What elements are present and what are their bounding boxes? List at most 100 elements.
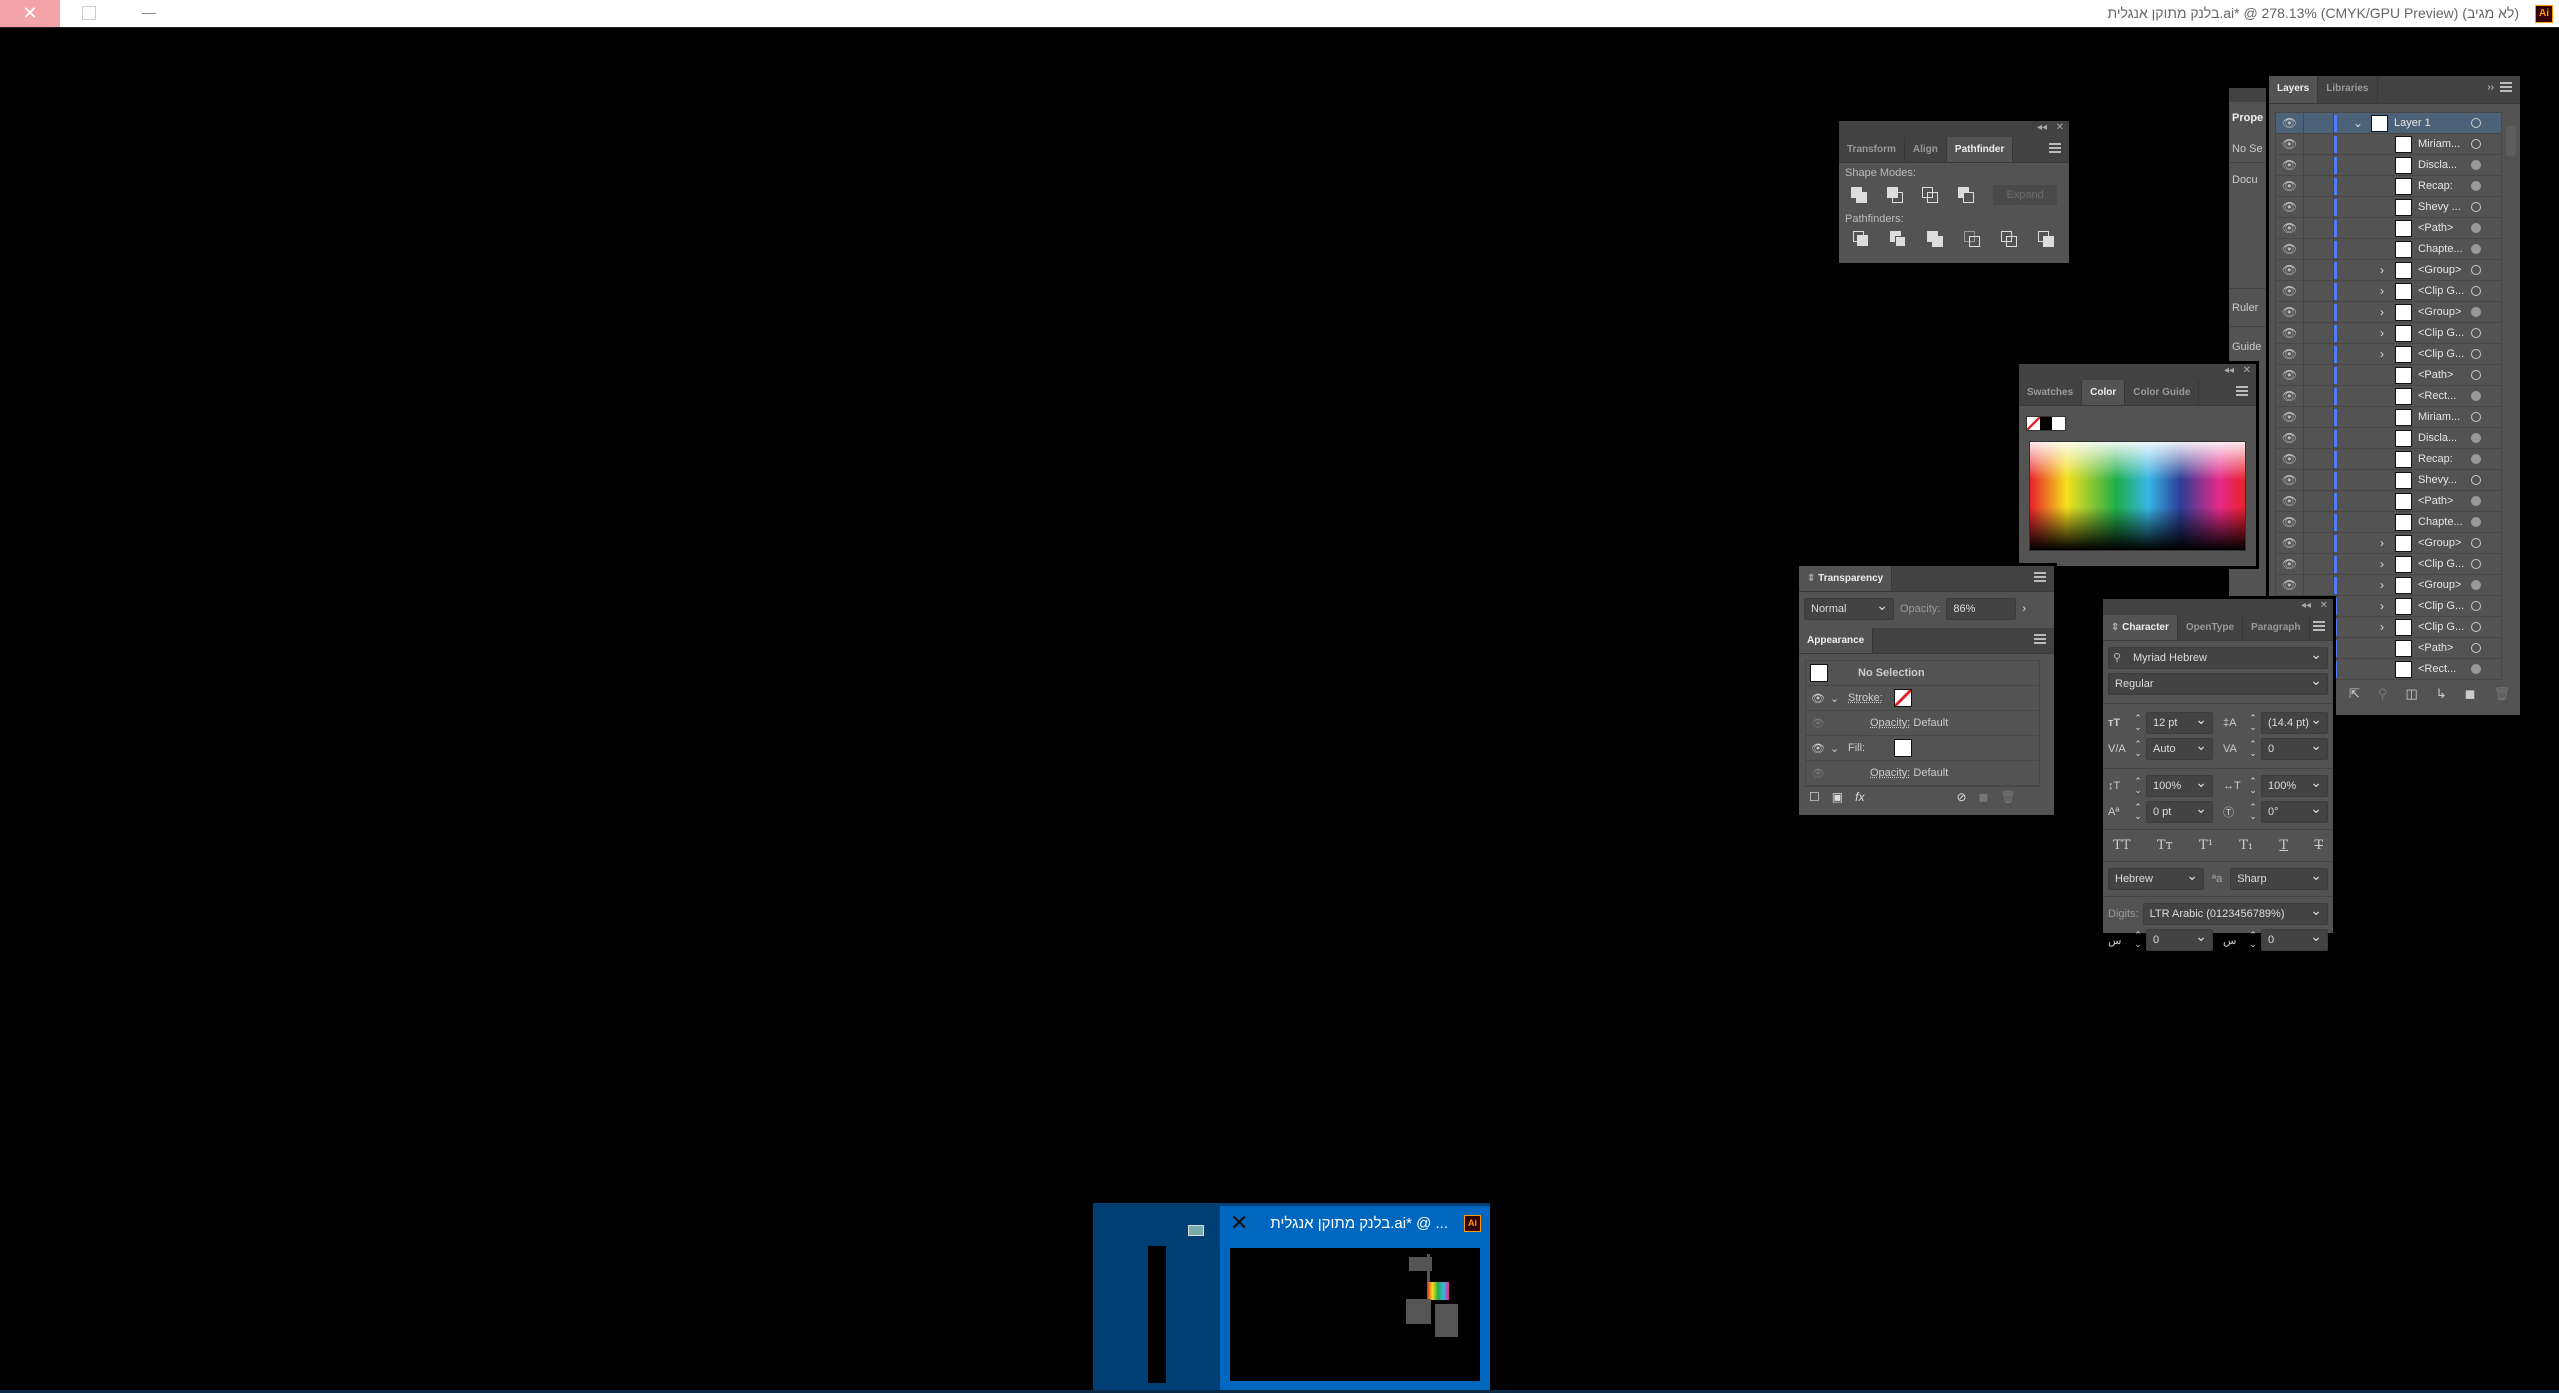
collapse-icon[interactable]: ◂◂ [2036, 122, 2047, 133]
vertical-scale-input[interactable]: 100% [2146, 772, 2213, 797]
font-family-select[interactable]: ⚲Myriad Hebrew [2108, 644, 2328, 669]
minus-back-icon[interactable] [2038, 231, 2054, 247]
tab-pathfinder[interactable]: Pathfinder [1946, 137, 2014, 162]
layer-row[interactable]: 👁Shevy ... [2276, 197, 2501, 218]
merge-icon[interactable] [1927, 231, 1943, 247]
outline-icon[interactable] [2001, 231, 2017, 247]
window-restore-button[interactable] [82, 6, 96, 20]
target-circle-icon[interactable] [2471, 181, 2481, 191]
properties-tab[interactable]: Prope [2232, 112, 2264, 124]
panel-menu-icon[interactable] [2313, 621, 2325, 631]
none-swatch[interactable] [2027, 417, 2040, 430]
chevron-right-icon[interactable]: › [2380, 536, 2384, 550]
kashida-right-input[interactable]: 0 [2261, 926, 2328, 951]
target-circle-icon[interactable] [2471, 307, 2481, 317]
target-circle-icon[interactable] [2471, 601, 2481, 611]
antialias-select[interactable]: Sharp [2230, 865, 2328, 890]
collapse-icon[interactable]: ◂◂ [2223, 365, 2234, 376]
layer-name[interactable]: <Clip G... [2418, 348, 2465, 360]
collapse-panel-icon[interactable]: ›› [2487, 82, 2494, 93]
clear-appearance-icon[interactable]: ⊘ [1956, 790, 1967, 804]
layer-name[interactable]: Shevy... [2418, 474, 2457, 486]
layer-row[interactable]: 👁Chapte... [2276, 512, 2501, 533]
visibility-eye-icon[interactable]: 👁 [2276, 302, 2304, 322]
layer-row[interactable]: 👁<Path> [2276, 365, 2501, 386]
target-circle-icon[interactable] [2471, 160, 2481, 170]
window-minimize-button[interactable] [142, 13, 156, 14]
tab-align[interactable]: Align [1905, 137, 1947, 162]
stepper-icon[interactable]: ⌃⌄ [2249, 802, 2257, 821]
window-close-button[interactable]: ✕ [0, 0, 60, 27]
lock-toggle[interactable] [2304, 554, 2334, 574]
unite-icon[interactable] [1851, 187, 1867, 203]
layer-row[interactable]: 👁 <Path> [2276, 491, 2501, 512]
target-circle-icon[interactable] [2471, 496, 2481, 506]
lock-toggle[interactable] [2304, 134, 2334, 154]
close-panel-icon[interactable]: ✕ [2319, 600, 2328, 611]
visibility-eye-icon[interactable]: 👁 [2276, 176, 2304, 196]
locate-object-icon[interactable]: ⚲ [2377, 686, 2388, 701]
thumbnail-app-icon[interactable] [1188, 1225, 1204, 1236]
layer-name[interactable]: <Path> [2418, 369, 2454, 381]
lock-toggle[interactable] [2304, 302, 2334, 322]
lock-toggle[interactable] [2304, 470, 2334, 490]
layer-name[interactable]: Discla... [2418, 432, 2458, 444]
tab-color-guide[interactable]: Color Guide [2125, 380, 2200, 405]
duplicate-item-icon[interactable]: ◼ [1978, 790, 1989, 804]
chevron-right-icon[interactable]: › [2380, 578, 2384, 592]
lock-toggle[interactable] [2304, 281, 2334, 301]
stepper-icon[interactable]: ⌃⌄ [2134, 802, 2142, 821]
tab-paragraph[interactable]: Paragraph [2243, 615, 2310, 640]
layer-row[interactable]: 👁Chapte... [2276, 239, 2501, 260]
layer-name[interactable]: Layer 1 [2394, 117, 2431, 129]
new-layer-icon[interactable]: ◼ [2464, 686, 2476, 701]
layer-name[interactable]: <Rect... [2418, 663, 2457, 675]
target-circle-icon[interactable] [2471, 139, 2481, 149]
export-icon[interactable]: ⇱ [2349, 686, 2360, 701]
panel-menu-icon[interactable] [2034, 572, 2046, 582]
horizontal-scale-input[interactable]: 100% [2261, 772, 2328, 797]
target-circle-icon[interactable] [2471, 454, 2481, 464]
target-circle-icon[interactable] [2471, 580, 2481, 590]
layer-row[interactable]: 👁›<Clip G... [2276, 554, 2501, 575]
layer-name[interactable]: Chapte... [2418, 243, 2463, 255]
layer-name[interactable]: <Path> [2418, 495, 2454, 507]
tab-appearance[interactable]: Appearance [1799, 628, 1874, 653]
lock-toggle[interactable] [2304, 428, 2334, 448]
delete-layer-icon[interactable]: 🗑 [2493, 686, 2510, 701]
lock-toggle[interactable] [2304, 575, 2334, 595]
collapse-icon[interactable]: ◂◂ [2300, 600, 2311, 611]
lock-toggle[interactable] [2304, 239, 2334, 259]
lock-toggle[interactable] [2304, 386, 2334, 406]
visibility-eye-icon[interactable]: 👁 [2276, 113, 2304, 133]
chevron-down-icon[interactable]: ⌄ [1830, 742, 1840, 755]
layer-name[interactable]: <Path> [2418, 222, 2454, 234]
target-circle-icon[interactable] [2471, 118, 2481, 128]
visibility-eye-icon[interactable]: 👁 [2276, 491, 2304, 511]
tracking-input[interactable]: 0 [2261, 735, 2328, 760]
target-circle-icon[interactable] [2471, 517, 2481, 527]
close-icon[interactable]: ✕ [1230, 1210, 1249, 1235]
visibility-eye-icon[interactable]: 👁 [1811, 767, 1825, 780]
layer-name[interactable]: <Rect... [2418, 390, 2457, 402]
visibility-eye-icon[interactable]: 👁 [1811, 742, 1825, 755]
tab-color[interactable]: Color [2082, 380, 2126, 405]
make-clipping-mask-icon[interactable]: ◫ [2405, 686, 2418, 701]
layer-name[interactable]: <Group> [2418, 306, 2462, 318]
layer-row[interactable]: 👁Shevy... [2276, 470, 2501, 491]
chevron-down-icon[interactable]: ⌄ [1830, 692, 1840, 705]
layer-name[interactable]: <Clip G... [2418, 621, 2465, 633]
lock-toggle[interactable] [2304, 533, 2334, 553]
layer-name[interactable]: <Group> [2418, 579, 2462, 591]
panel-menu-icon[interactable] [2236, 386, 2248, 396]
language-select[interactable]: Hebrew [2108, 865, 2204, 890]
layer-name[interactable]: Discla... [2418, 159, 2458, 171]
expand-button[interactable]: Expand [1993, 185, 2057, 205]
lock-toggle[interactable] [2304, 197, 2334, 217]
color-spectrum[interactable] [2029, 441, 2246, 551]
layer-name[interactable]: <Clip G... [2418, 600, 2465, 612]
visibility-eye-icon[interactable]: 👁 [2276, 197, 2304, 217]
layer-row[interactable]: 👁Recap: [2276, 176, 2501, 197]
target-circle-icon[interactable] [2471, 412, 2481, 422]
panel-menu-icon[interactable] [2500, 82, 2512, 92]
